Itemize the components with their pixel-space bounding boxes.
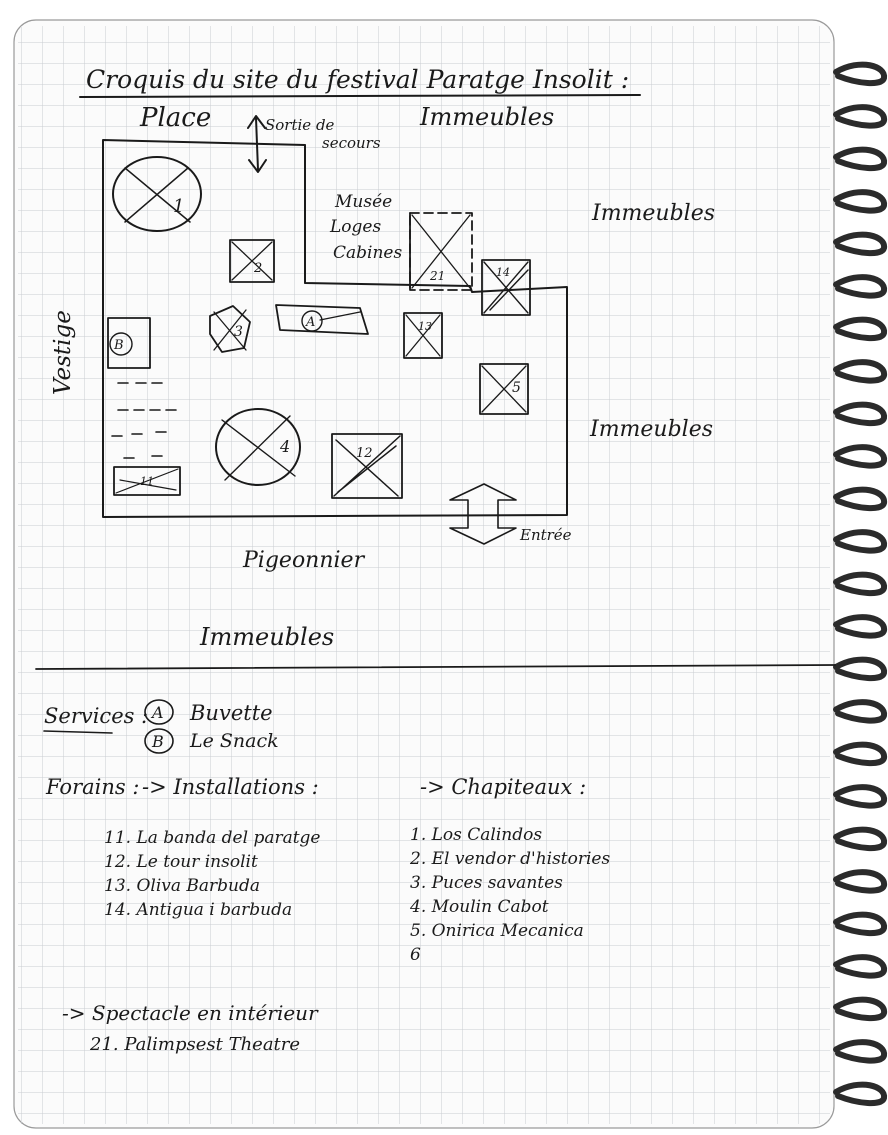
label-sortie-secours-1: Sortie de <box>265 116 335 134</box>
installation-item: 14. Antigua i barbuda <box>104 900 292 920</box>
chapiteau-item: 5. Onirica Mecanica <box>410 921 584 941</box>
installations-heading: -> Installations : <box>142 775 319 799</box>
marker-13: 13 <box>418 320 432 333</box>
marker-11: 11 <box>140 475 154 488</box>
label-cabines: Cabines <box>333 243 402 263</box>
grid-background <box>18 26 830 1124</box>
label-immeubles-right-lower: Immeubles <box>589 417 713 442</box>
chapiteau-item: 3. Puces savantes <box>410 873 563 893</box>
label-loges: Loges <box>329 217 381 237</box>
chapiteau-item: 4. Moulin Cabot <box>409 897 549 917</box>
chapiteau-item: 6 <box>410 945 421 965</box>
label-entree: Entrée <box>519 526 572 544</box>
chapiteaux-heading: -> Chapiteaux : <box>420 775 586 799</box>
service-b-label: Le Snack <box>189 730 279 752</box>
marker-1: 1 <box>173 196 184 217</box>
marker-12: 12 <box>356 446 373 461</box>
marker-4: 4 <box>279 437 290 456</box>
installation-item: 11. La banda del paratge <box>104 828 321 848</box>
service-a-label: Buvette <box>189 701 273 725</box>
label-immeubles-bottom: Immeubles <box>199 623 334 651</box>
page-title: Croquis du site du festival Paratge Inso… <box>86 65 629 94</box>
label-pigeonnier: Pigeonnier <box>242 548 366 573</box>
chapiteau-item: 2. El vendor d'histories <box>409 849 610 869</box>
marker-2: 2 <box>253 261 262 276</box>
services-heading: Services : <box>44 704 148 728</box>
spectacle-heading: -> Spectacle en intérieur <box>62 1001 319 1025</box>
marker-a: A <box>305 315 315 330</box>
label-musee: Musée <box>334 192 392 212</box>
marker-5: 5 <box>512 380 521 396</box>
service-a-key: A <box>150 703 164 722</box>
installation-item: 13. Oliva Barbuda <box>104 876 260 896</box>
label-sortie-secours-2: secours <box>322 134 381 152</box>
service-b-key: B <box>151 732 164 751</box>
marker-14: 14 <box>496 266 510 279</box>
label-immeubles-right-upper: Immeubles <box>591 201 715 226</box>
chapiteau-item: 1. Los Calindos <box>410 825 542 845</box>
marker-21: 21 <box>429 269 445 283</box>
label-vestige: Vestige <box>50 310 76 395</box>
spectacle-item-21: 21. Palimpsest Theatre <box>89 1034 300 1055</box>
marker-b: B <box>113 338 124 353</box>
label-place: Place <box>139 103 211 133</box>
forains-heading: Forains : <box>45 775 139 799</box>
label-immeubles-top: Immeubles <box>419 103 554 131</box>
installation-item: 12. Le tour insolit <box>104 852 258 872</box>
marker-3: 3 <box>234 324 243 340</box>
